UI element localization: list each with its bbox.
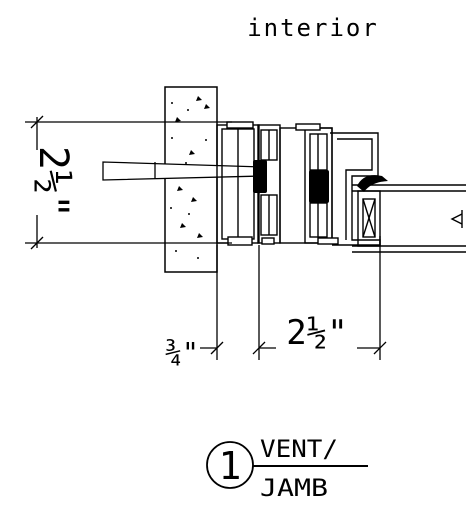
concrete-wall bbox=[164, 86, 218, 273]
detail-callout: 1 VENT/ JAMB bbox=[206, 435, 368, 502]
interior-label: interior bbox=[247, 14, 379, 42]
vertical-dimension-label: 2½" bbox=[30, 146, 76, 218]
vertical-dimension bbox=[25, 115, 232, 250]
glass-panel bbox=[352, 184, 466, 253]
window-frame-profile bbox=[216, 121, 381, 246]
detail-title-line2: JAMB bbox=[260, 474, 328, 502]
horizontal-dimensions bbox=[200, 245, 387, 360]
three-quarter-dimension-label: ¾" bbox=[165, 336, 199, 369]
detail-number: 1 bbox=[219, 444, 242, 488]
thermal-break-gaskets bbox=[253, 160, 388, 203]
detail-title-line1: VENT/ bbox=[260, 435, 338, 463]
horizontal-dimension-label: 2½" bbox=[286, 313, 347, 353]
